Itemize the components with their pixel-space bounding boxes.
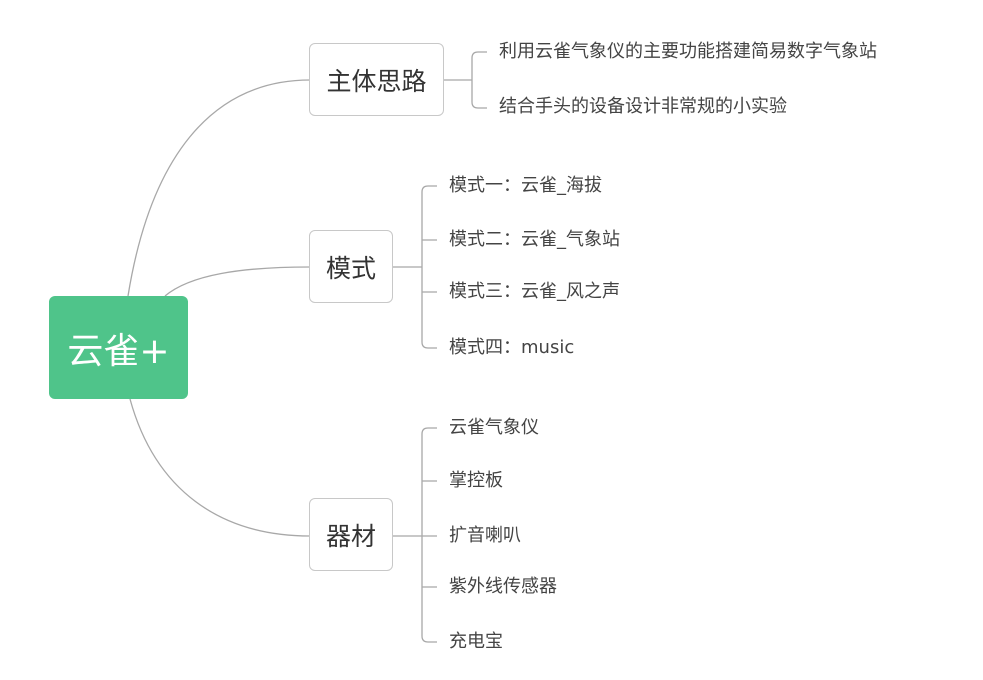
leaf-label: 紫外线传感器 xyxy=(449,576,557,597)
leaf-node[interactable]: 利用云雀气象仪的主要功能搭建简易数字气象站 xyxy=(499,40,877,64)
link-root-to-branch-1 xyxy=(127,79,311,297)
branch-node-main-idea[interactable]: 主体思路 xyxy=(309,43,444,116)
bracket-branch-3 xyxy=(393,427,437,643)
leaf-label: 掌控板 xyxy=(449,470,503,491)
leaf-node[interactable]: 结合手头的设备设计非常规的小实验 xyxy=(499,95,787,119)
link-root-to-branch-2 xyxy=(164,266,311,297)
leaf-label: 利用云雀气象仪的主要功能搭建简易数字气象站 xyxy=(499,41,877,62)
leaf-node[interactable]: 云雀气象仪 xyxy=(449,416,539,440)
bracket-branch-2 xyxy=(393,185,437,349)
leaf-label: 充电宝 xyxy=(449,631,503,652)
leaf-node[interactable]: 模式三：云雀_风之声 xyxy=(449,280,620,304)
leaf-node[interactable]: 模式二：云雀_气象站 xyxy=(449,228,620,252)
branch-node-modes[interactable]: 模式 xyxy=(309,230,393,303)
branch-label: 器材 xyxy=(325,521,376,551)
leaf-label: 云雀气象仪 xyxy=(449,417,539,438)
leaf-node[interactable]: 模式四：music xyxy=(449,336,574,360)
leaf-label: 模式一：云雀_海拔 xyxy=(449,175,602,196)
leaf-label: 模式三：云雀_风之声 xyxy=(449,281,620,302)
leaf-label: 模式二：云雀_气象站 xyxy=(449,229,620,250)
root-label: 云雀+ xyxy=(67,330,170,372)
leaf-label: 扩音喇叭 xyxy=(449,525,521,546)
leaf-node[interactable]: 紫外线传感器 xyxy=(449,575,557,599)
leaf-node[interactable]: 掌控板 xyxy=(449,469,503,493)
root-node[interactable]: 云雀+ xyxy=(49,296,188,399)
branch-label: 模式 xyxy=(325,253,376,283)
leaf-node[interactable]: 充电宝 xyxy=(449,630,503,654)
bracket-branch-1 xyxy=(443,51,487,109)
branch-node-equipment[interactable]: 器材 xyxy=(309,498,393,571)
leaf-node[interactable]: 模式一：云雀_海拔 xyxy=(449,174,602,198)
link-root-to-branch-3 xyxy=(129,398,311,537)
leaf-label: 结合手头的设备设计非常规的小实验 xyxy=(499,96,787,117)
leaf-label: 模式四：music xyxy=(449,337,575,358)
leaf-node[interactable]: 扩音喇叭 xyxy=(449,524,521,548)
branch-label: 主体思路 xyxy=(326,66,427,96)
